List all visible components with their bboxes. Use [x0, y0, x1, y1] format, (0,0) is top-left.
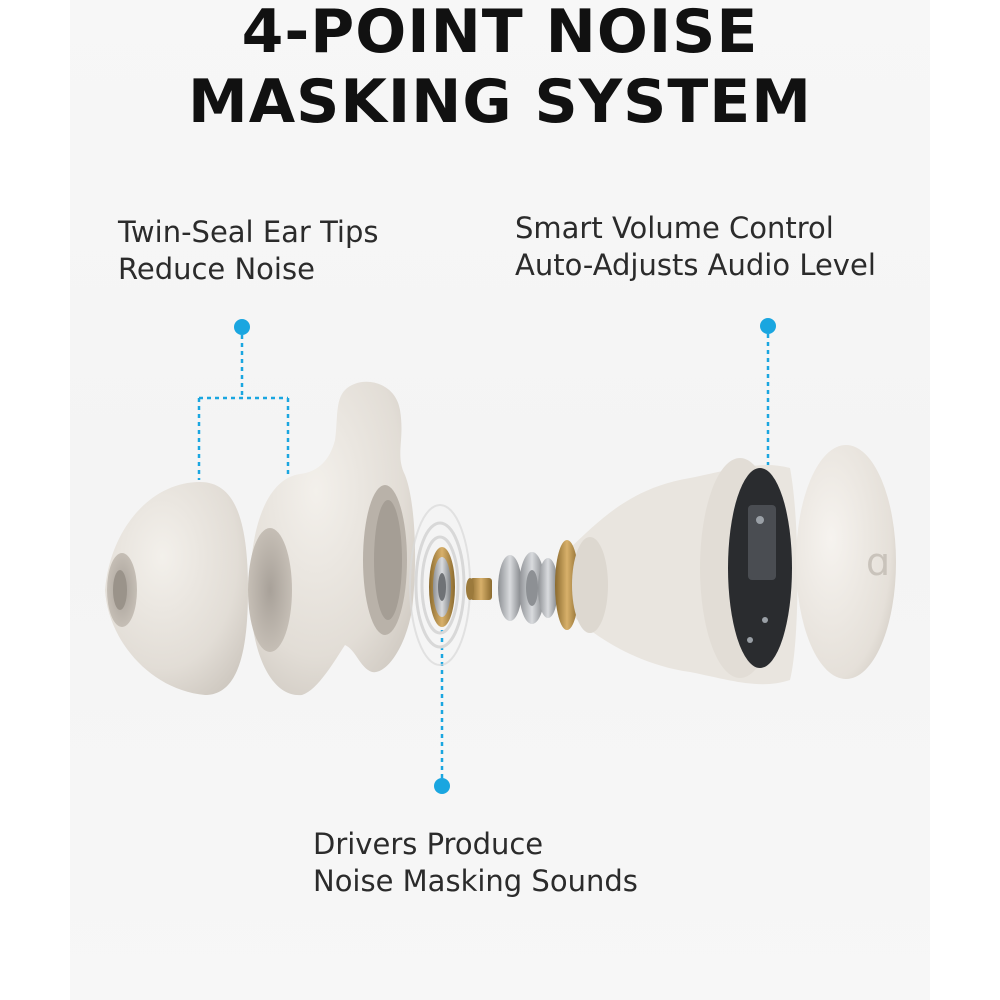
volume-control-label: Smart Volume Control Auto-Adjusts Audio … — [515, 210, 876, 284]
ear-tips-label: Twin-Seal Ear Tips Reduce Noise — [118, 214, 378, 288]
volume-callout-dot — [760, 318, 776, 334]
ear-tips-label-line-1: Twin-Seal Ear Tips — [118, 215, 379, 249]
drivers-callout-dot — [434, 778, 450, 794]
volume-label-line-2: Auto-Adjusts Audio Level — [515, 248, 876, 282]
screw — [466, 578, 492, 600]
ear-tips-callout-lines — [197, 335, 290, 480]
drivers-label: Drivers Produce Noise Masking Sounds — [313, 826, 638, 900]
washers — [498, 552, 558, 624]
volume-label-line-1: Smart Volume Control — [515, 211, 834, 245]
drivers-label-line-1: Drivers Produce — [313, 827, 544, 861]
driver — [429, 547, 455, 627]
wing-ear-tip — [248, 381, 416, 696]
headline-line-2: MASKING SYSTEM — [187, 67, 813, 137]
earbud-body — [555, 458, 798, 685]
sound-waves — [409, 504, 471, 666]
headline-line-1: 4-POINT NOISE — [241, 0, 759, 67]
earbud-cap: ɑ — [796, 445, 896, 679]
svg-text:ɑ: ɑ — [866, 540, 890, 584]
drivers-label-line-2: Noise Masking Sounds — [313, 864, 638, 898]
ear-tips-label-line-2: Reduce Noise — [118, 252, 315, 286]
small-ear-tip — [105, 482, 248, 695]
ear-tips-callout-dot — [234, 319, 250, 335]
